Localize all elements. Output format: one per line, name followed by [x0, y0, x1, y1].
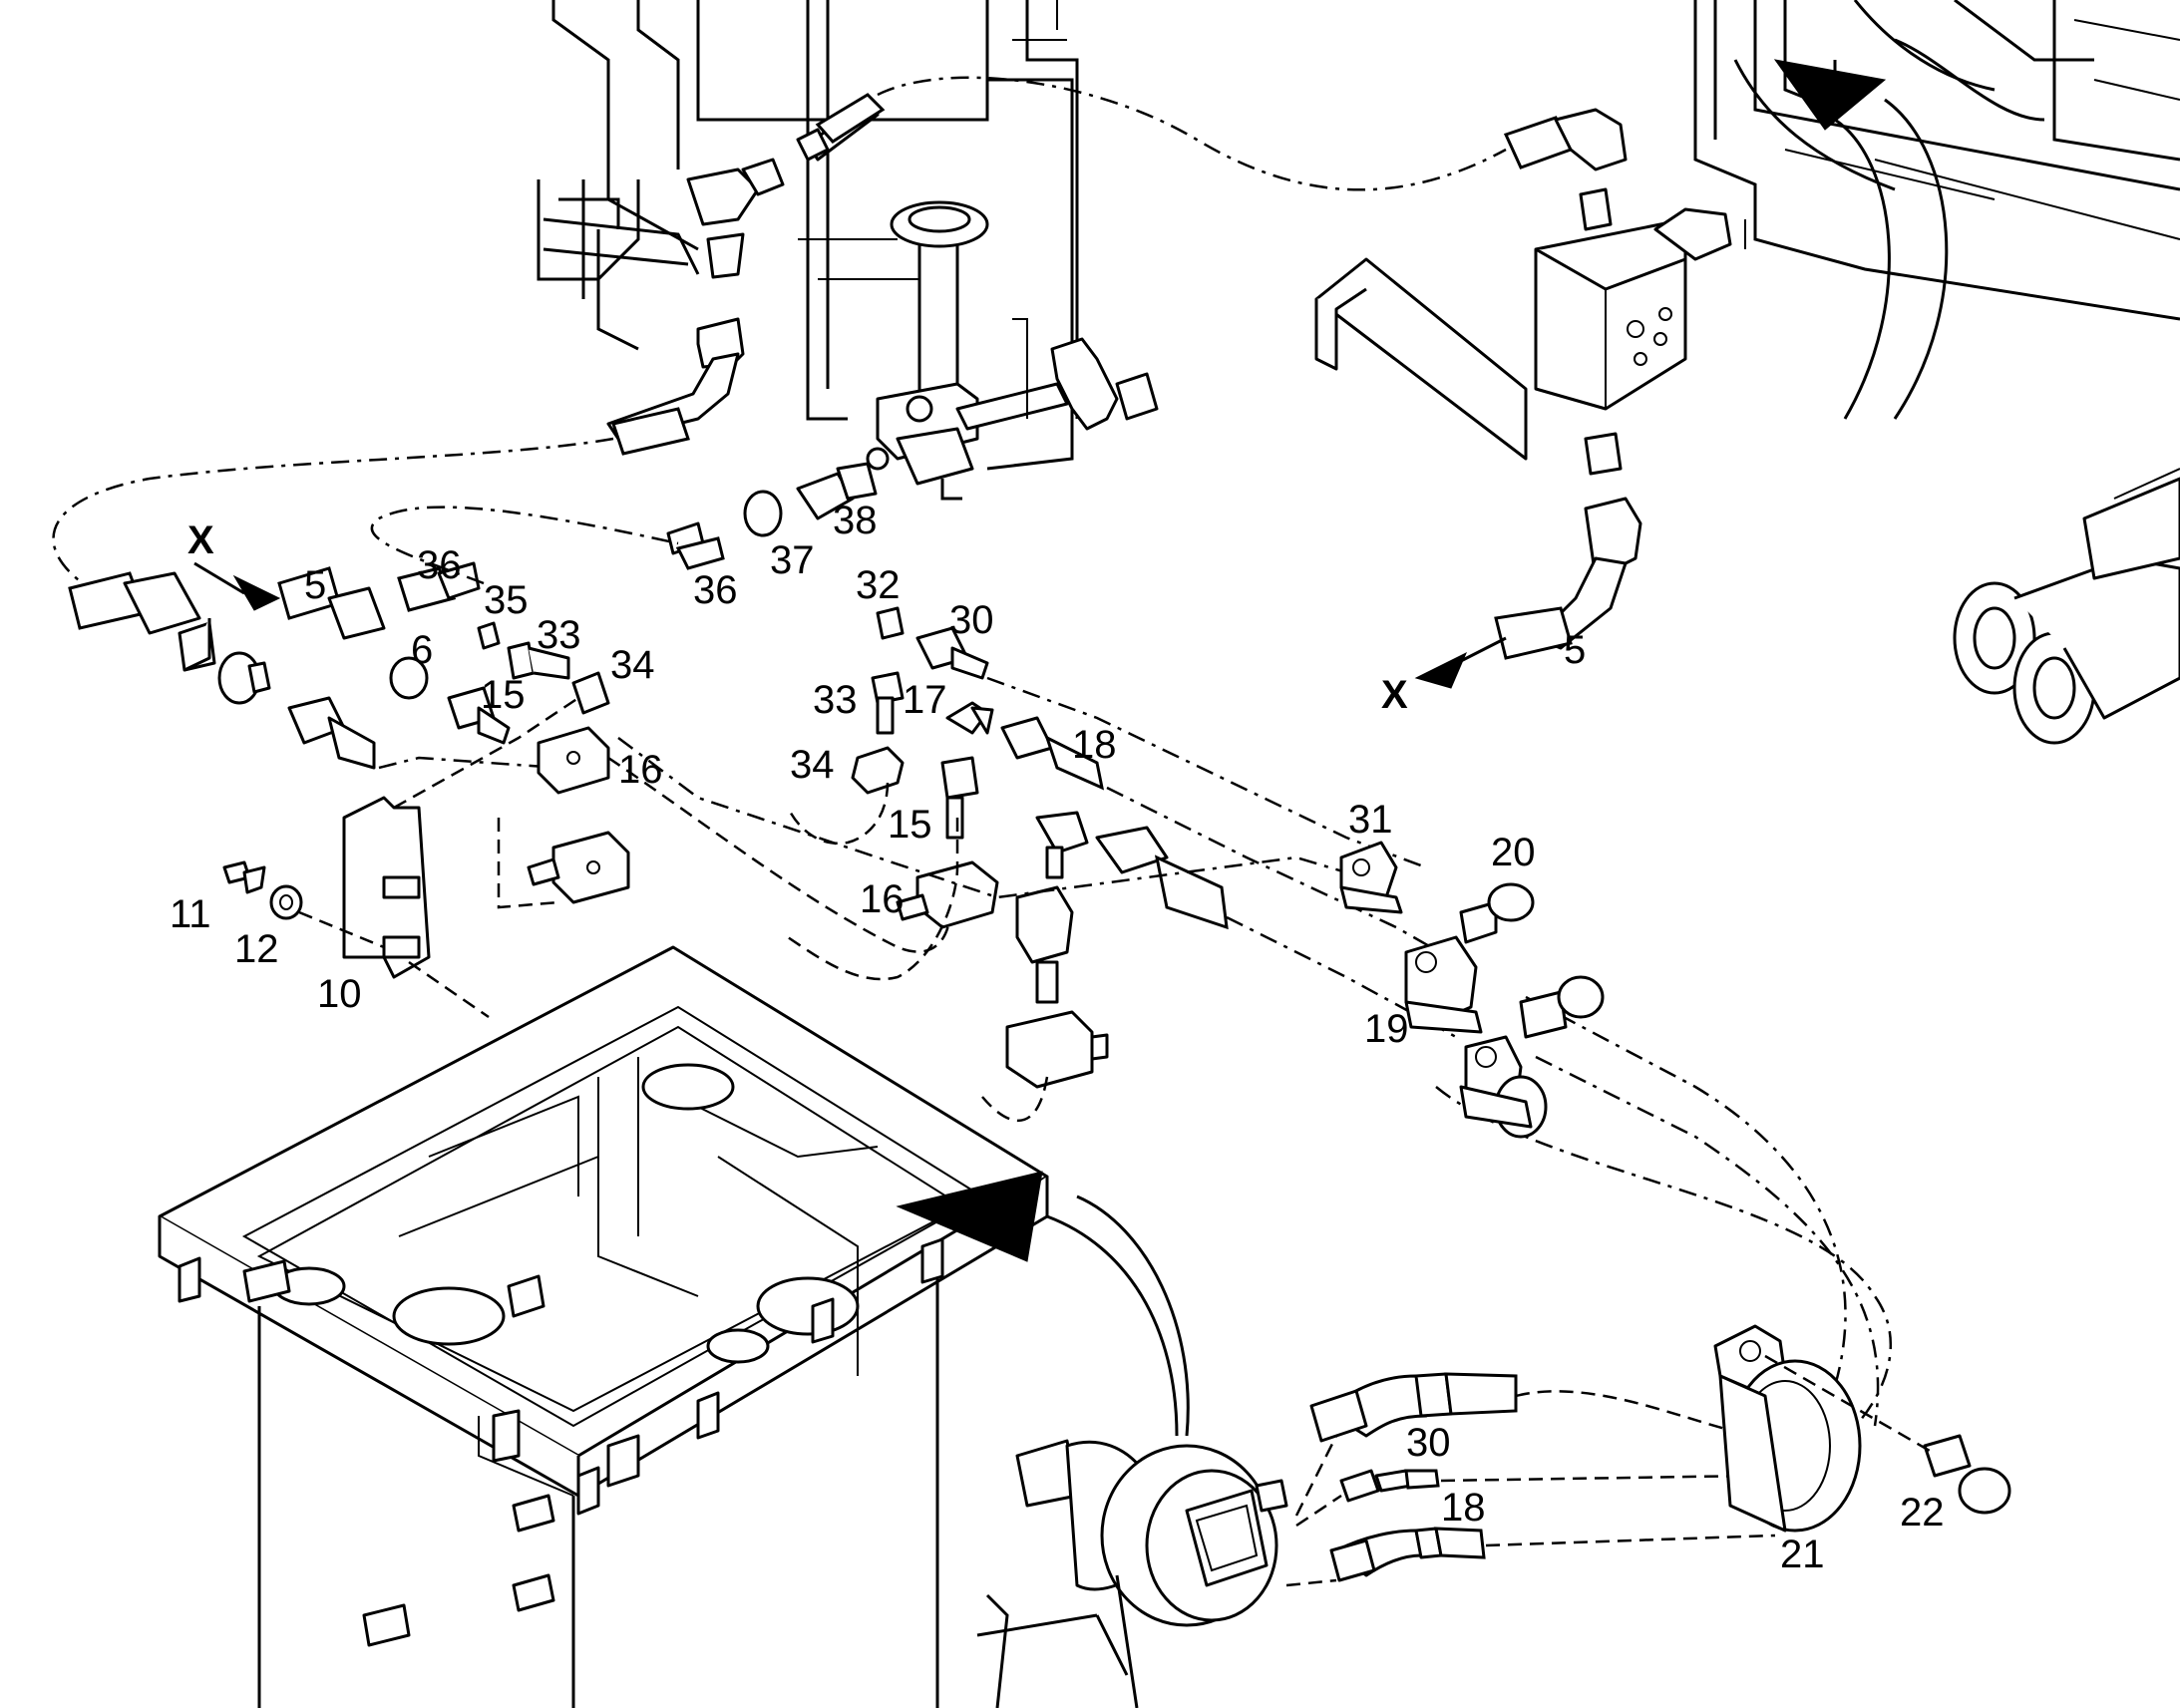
callout-11: 11: [170, 892, 211, 936]
callout-33-left: 33: [537, 613, 581, 657]
left-hose-assembly: [68, 566, 559, 770]
bracket-10: [222, 696, 579, 1019]
x-arrow-left: [232, 574, 281, 611]
callout-5-right: 5: [1564, 628, 1586, 672]
callout-16-center: 16: [860, 877, 905, 921]
callout-x-right: X: [1381, 673, 1408, 717]
callout-18-upper: 18: [1072, 723, 1117, 767]
callout-15-left: 15: [481, 673, 526, 717]
callout-38: 38: [833, 499, 878, 542]
callout-10: 10: [317, 972, 362, 1016]
callout-6: 6: [411, 628, 433, 672]
callout-17: 17: [903, 678, 947, 722]
callout-18-lower: 18: [1441, 1486, 1486, 1530]
center-fittings: [786, 606, 1105, 981]
pump-hoses: [1285, 1372, 1776, 1587]
valve-block-assembly: [1314, 108, 1732, 660]
mounting-blocks: [497, 726, 952, 953]
upper-hose-fittings: [606, 93, 886, 456]
callout-20: 20: [1491, 831, 1536, 874]
view-arrow-base: [896, 1171, 1043, 1262]
callout-labels: X X 5 5 6 10 11 12 15 15 16 16 17 18 18 …: [170, 499, 1945, 1576]
callout-21: 21: [1780, 1533, 1825, 1576]
callout-x-left: X: [187, 518, 214, 562]
clamps-and-screws: [1339, 841, 1605, 1139]
callout-32: 32: [856, 563, 901, 607]
callout-34-left: 34: [610, 643, 655, 687]
callout-15-center: 15: [888, 803, 932, 847]
callout-30-upper: 30: [949, 598, 994, 642]
lower-center-fittings: [981, 811, 1229, 1122]
callout-37: 37: [770, 538, 815, 582]
callout-30-lower: 30: [1406, 1421, 1451, 1465]
callout-36-lower: 36: [693, 568, 738, 612]
engine-area: [1693, 0, 2180, 420]
small-fittings-upper: [397, 447, 890, 715]
base-frame: [158, 945, 1049, 1708]
callout-16-left: 16: [618, 748, 663, 792]
upper-frame-structure: [537, 0, 1159, 501]
exhaust-pipes: [1953, 468, 2180, 745]
callout-34-center: 34: [790, 743, 835, 787]
pump-assembly: [976, 1439, 1288, 1708]
callout-33-center: 33: [813, 678, 858, 722]
clamp-21: [1713, 1324, 2011, 1533]
callout-35: 35: [484, 578, 529, 622]
callout-19: 19: [1364, 1007, 1409, 1051]
callout-5-left: 5: [304, 563, 326, 607]
callout-31: 31: [1348, 798, 1393, 842]
callout-12: 12: [234, 927, 279, 971]
x-arrow-right: [1414, 651, 1467, 689]
callout-22: 22: [1900, 1491, 1945, 1535]
callout-36-upper: 36: [417, 543, 462, 587]
